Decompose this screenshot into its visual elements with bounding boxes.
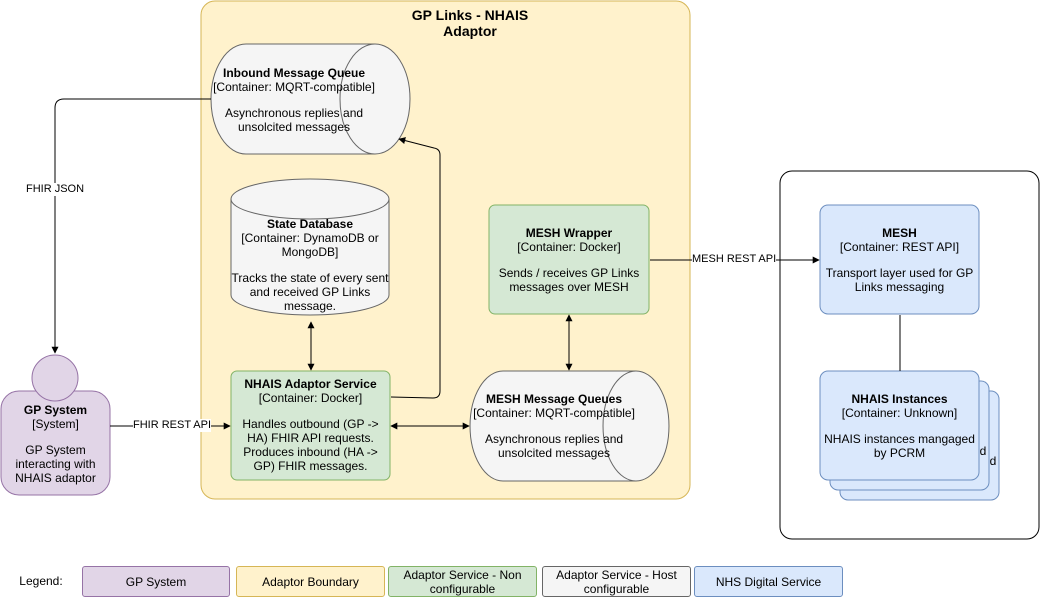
legend-adaptor-boundary: Adaptor Boundary: [236, 566, 385, 597]
edge-service-inbound: [390, 137, 441, 399]
legend-gp-system: GP System: [82, 566, 230, 597]
nhais-service-box: [230, 370, 391, 481]
inbound-queue-cylinder: [210, 43, 411, 155]
mesh-wrapper-box: [488, 204, 650, 315]
nhais-stack-fragment-1: d: [979, 444, 987, 458]
nhais-stack-fragment-2: d: [989, 454, 997, 468]
mesh-queues-label: MESH Message Queues [Container: MQRT-com…: [473, 392, 635, 460]
mesh-wrapper-label: MESH Wrapper [Container: Docker] Sends /…: [498, 226, 640, 294]
legend-non-configurable: Adaptor Service - Non configurable: [388, 566, 537, 597]
inbound-queue-label: Inbound Message Queue [Container: MQRT-c…: [213, 66, 375, 134]
boundary-title: GP Links - NHAIS Adaptor: [411, 7, 529, 39]
legend-nhs-digital: NHS Digital Service: [694, 566, 843, 597]
gp-system-label: GP System [System] GP System interacting…: [15, 403, 96, 485]
legend-label: Legend:: [19, 574, 63, 588]
nhais-instances-label: NHAIS Instances [Container: Unknown] NHA…: [824, 392, 975, 460]
nhais-service-label: NHAIS Adaptor Service [Container: Docker…: [242, 377, 379, 473]
edge-label-fhir-rest-api: FHIR REST API: [133, 419, 212, 432]
gp-system-person: [0, 354, 111, 496]
state-database-cylinder: [230, 178, 390, 316]
mesh-label: MESH [Container: REST API] Transport lay…: [825, 226, 974, 294]
edge-fhir-json: [51, 98, 211, 354]
state-database-label: State Database [Container: DynamoDB or M…: [231, 217, 389, 313]
edge-label-fhir-json: FHIR JSON: [26, 183, 85, 196]
edge-label-mesh-rest-api: MESH REST API: [692, 253, 777, 266]
mesh-queues-cylinder: [469, 370, 670, 482]
legend-host-configurable: Adaptor Service - Host configurable: [542, 566, 691, 597]
mesh-box: [819, 204, 980, 315]
